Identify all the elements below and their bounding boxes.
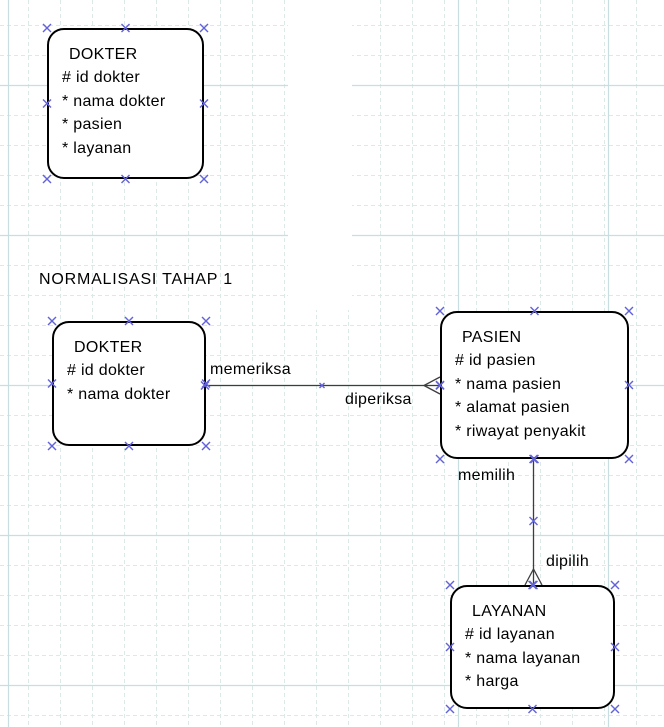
crow-foot-marker xyxy=(423,376,441,387)
entity-title: PASIEN xyxy=(462,329,522,346)
entity-attribute: # id dokter xyxy=(62,69,141,86)
entity-attribute: * nama dokter xyxy=(67,385,171,403)
entity-attribute: # id pasien xyxy=(455,352,536,369)
entity-dokter[interactable]: DOKTER # id dokter * nama dokter xyxy=(52,321,206,446)
entity-attribute: * nama dokter xyxy=(62,92,166,110)
entity-attribute: * layanan xyxy=(62,139,132,157)
entity-pasien[interactable]: PASIEN # id pasien * nama pasien * alama… xyxy=(440,311,629,459)
page-gutter xyxy=(288,0,352,310)
entity-attribute: * harga xyxy=(465,673,519,690)
entity-title: LAYANAN xyxy=(472,603,547,620)
relationship-label-dipilih[interactable]: dipilih xyxy=(546,553,590,570)
entity-attribute: * nama pasien xyxy=(455,375,562,393)
section-label: NORMALISASI TAHAP 1 xyxy=(39,271,233,288)
relationship-label-diperiksa[interactable]: diperiksa xyxy=(345,391,412,408)
relationship-pasien-layanan[interactable] xyxy=(524,459,543,586)
entity-attribute: * riwayat penyakit xyxy=(455,422,586,440)
entity-title: DOKTER xyxy=(69,46,138,63)
crow-foot-marker xyxy=(532,568,543,586)
entity-dokter-unnormalized[interactable]: DOKTER # id dokter * nama dokter * pasie… xyxy=(47,28,204,179)
entity-attribute: # id dokter xyxy=(67,362,146,379)
relationship-label-memeriksa[interactable]: memeriksa xyxy=(210,361,291,378)
crow-foot-marker xyxy=(524,568,535,586)
relationship-label-memilih[interactable]: memilih xyxy=(458,467,516,484)
entity-attribute: # id layanan xyxy=(465,626,555,643)
entity-title: DOKTER xyxy=(74,339,143,356)
crow-foot-marker xyxy=(423,384,441,395)
entity-attribute: * pasien xyxy=(62,116,123,133)
entity-layanan[interactable]: LAYANAN # id layanan * nama layanan * ha… xyxy=(450,585,615,709)
entity-attribute: * alamat pasien xyxy=(455,399,570,416)
entity-attribute: * nama layanan xyxy=(465,649,581,667)
